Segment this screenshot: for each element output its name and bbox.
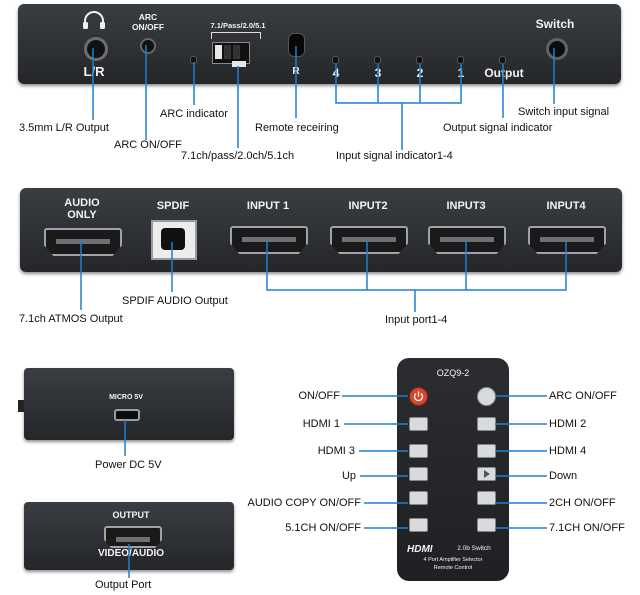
hdmi-input4-port[interactable] <box>528 226 606 254</box>
top-callout-lines <box>92 45 555 150</box>
remote-label-audio-copy: AUDIO COPY ON/OFF <box>247 497 361 509</box>
remote-label-hdmi4: HDMI 4 <box>549 445 587 457</box>
atmos-output-callout: 7.1ch ATMOS Output <box>19 313 123 325</box>
remote-51ch-button[interactable] <box>409 518 428 532</box>
remote-sub-line2: Remote Control <box>433 565 473 571</box>
micro-usb-port[interactable] <box>114 409 140 421</box>
headphone-label: L/R <box>83 64 105 79</box>
output-led <box>500 57 505 63</box>
remote-label-2ch: 2CH ON/OFF <box>549 497 616 509</box>
mode-callout: 7.1ch/pass/2.0ch/5.1ch <box>181 150 295 162</box>
power-icon <box>413 391 424 402</box>
lr-output-callout: 3.5mm L/R Output <box>19 122 109 134</box>
hdmi-input2-port[interactable] <box>330 226 408 254</box>
play-icon <box>484 470 490 478</box>
remote-label-down: Down <box>549 470 578 482</box>
remote-2ch-button[interactable] <box>477 491 496 505</box>
remote-label-hdmi2: HDMI 2 <box>549 418 587 430</box>
audio-only-label-line1: AUDIO <box>64 197 100 209</box>
hdmi-input3-port[interactable] <box>428 226 506 254</box>
mode-dip-switch[interactable] <box>212 42 250 64</box>
remote-label-hdmi1: HDMI 1 <box>302 418 340 430</box>
remote-sub-line1: 4 Port Amplifier Selector <box>423 557 483 563</box>
headphone-icon <box>83 11 105 29</box>
video-audio-label: VIDEO/AUDIO <box>97 548 165 559</box>
output-port-label: OUTPUT <box>112 510 150 520</box>
arc-button[interactable] <box>140 38 156 54</box>
arc-switch-label-line1: ARC <box>138 12 158 22</box>
arc-switch-label-line2: ON/OFF <box>131 22 165 32</box>
spdif-output-callout: SPDIF AUDIO Output <box>122 295 228 307</box>
input2-label: INPUT2 <box>348 200 388 212</box>
arc-indicator-led <box>191 57 196 63</box>
side-panel-power <box>24 368 234 440</box>
input4-label: INPUT4 <box>546 200 586 212</box>
switch-input-callout: Switch input signal <box>518 106 610 118</box>
switch-label: Switch <box>535 17 575 31</box>
remote-up-button[interactable] <box>409 467 428 481</box>
spdif-label: SPDIF <box>156 200 190 212</box>
input-led-2 <box>417 57 422 63</box>
remote-label-51ch: 5.1CH ON/OFF <box>285 522 361 534</box>
arc-onoff-callout: ARC ON/OFF <box>114 139 182 151</box>
mode-selector-bracket <box>211 32 261 39</box>
remote-label-arc: ARC ON/OFF <box>549 390 617 402</box>
mode-switch-tail <box>232 61 246 67</box>
spdif-port[interactable] <box>151 220 197 260</box>
back-callout-lines <box>80 242 567 312</box>
output-port-callout-line <box>128 544 130 578</box>
remote-hdmi1-button[interactable] <box>409 417 428 431</box>
input-port-callout: Input port1-4 <box>385 314 448 326</box>
power-callout: Power DC 5V <box>95 459 162 471</box>
input1-label: INPUT 1 <box>246 200 290 212</box>
hdmi-audio-only-port[interactable] <box>44 228 122 256</box>
remote-label-71ch: 7.1CH ON/OFF <box>549 522 625 534</box>
remote-71ch-button[interactable] <box>477 518 496 532</box>
hdmi-input1-port[interactable] <box>230 226 308 254</box>
front-panel <box>18 4 621 84</box>
input-led-3 <box>375 57 380 63</box>
remote-label-up: Up <box>341 470 356 482</box>
input3-label: INPUT3 <box>446 200 486 212</box>
remote-audio-copy-button[interactable] <box>409 491 428 505</box>
audio-only-label-line2: ONLY <box>67 209 97 221</box>
output-indicator-callout: Output signal indicator <box>443 122 553 134</box>
remote-power-button[interactable] <box>409 387 428 406</box>
headphone-jack[interactable] <box>84 37 108 61</box>
input-led-4 <box>333 57 338 63</box>
input-led-1 <box>458 57 463 63</box>
remote-brand-sub: 2.0b Switch <box>457 545 491 552</box>
switch-button[interactable] <box>546 38 568 60</box>
micro-5v-label: MICRO 5V <box>109 394 143 401</box>
mode-label: 7.1/Pass/2.0/5.1 <box>210 21 266 30</box>
remote-label-onoff: ON/OFF <box>298 390 340 402</box>
power-callout-line <box>124 420 126 456</box>
remote-down-button[interactable] <box>477 467 496 481</box>
remote-model: OZQ9-2 <box>436 368 470 378</box>
remote-callout: Remote receiring <box>255 122 339 134</box>
remote-label-hdmi3: HDMI 3 <box>317 445 355 457</box>
remote-hdmi3-button[interactable] <box>409 444 428 458</box>
arc-indicator-callout: ARC indicator <box>160 108 228 120</box>
remote-brand-logo: HDMI <box>407 544 433 555</box>
output-label: Output <box>484 66 524 80</box>
side-panel-foot <box>18 400 24 412</box>
output-port-callout: Output Port <box>95 579 152 591</box>
hdmi-output-port[interactable] <box>104 526 162 548</box>
input-indicator-callout: Input signal indicator1-4 <box>336 150 453 162</box>
